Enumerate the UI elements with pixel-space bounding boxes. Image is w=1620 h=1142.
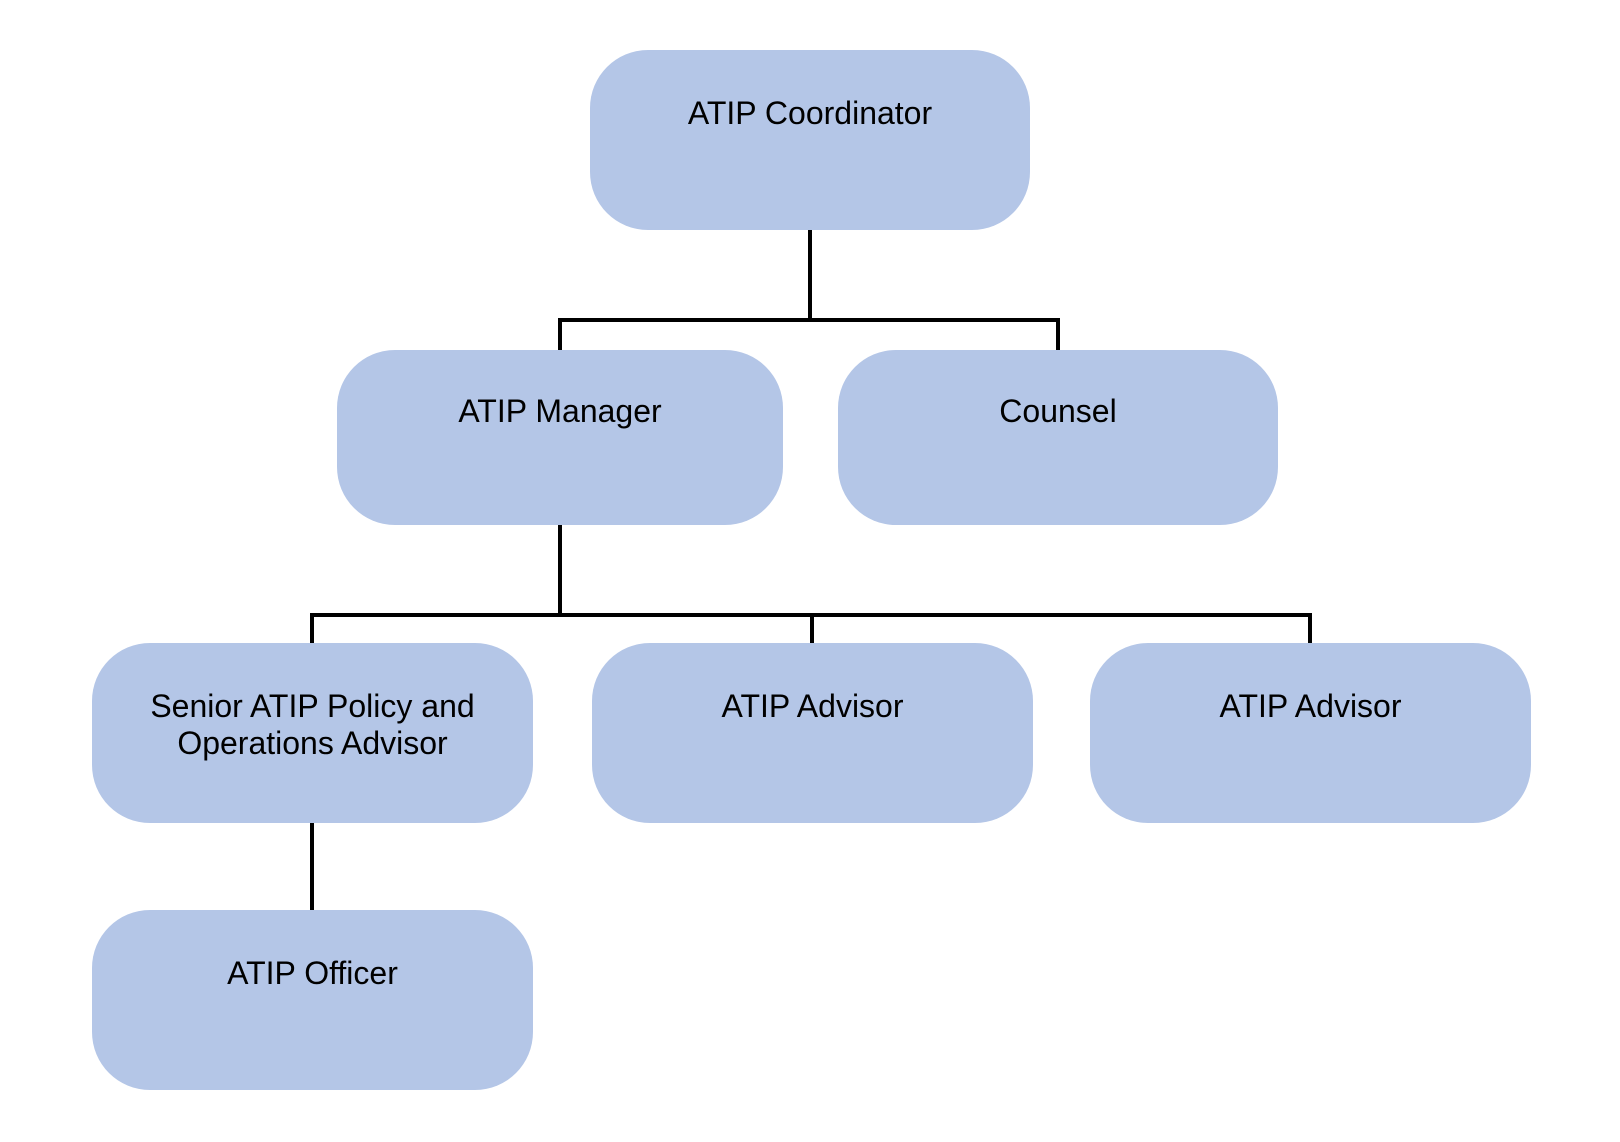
- node-senior-atip-policy-and-operations-advisor-label: Senior ATIP Policy and Operations Adviso…: [150, 688, 475, 761]
- node-atip-officer-label: ATIP Officer: [227, 955, 398, 991]
- node-atip-officer: ATIP Officer: [92, 910, 533, 1090]
- node-atip-advisor-1-label: ATIP Advisor: [721, 688, 904, 724]
- node-atip-manager: ATIP Manager: [337, 350, 783, 525]
- node-senior-atip-policy-and-operations-advisor: Senior ATIP Policy and Operations Adviso…: [92, 643, 533, 823]
- connector-advisor-2-stub: [1308, 613, 1312, 643]
- node-counsel: Counsel: [838, 350, 1278, 525]
- connector-officer-drop: [310, 823, 314, 910]
- connector-coordinator-drop: [808, 230, 812, 322]
- connector-level2-bar: [558, 318, 1060, 322]
- node-atip-manager-label: ATIP Manager: [458, 393, 662, 430]
- node-atip-advisor-2: ATIP Advisor: [1090, 643, 1531, 823]
- connector-manager-drop: [558, 525, 562, 617]
- node-counsel-label: Counsel: [999, 393, 1117, 430]
- node-atip-coordinator: ATIP Coordinator: [590, 50, 1030, 230]
- connector-senior-advisor-stub: [310, 613, 314, 643]
- connector-manager-stub: [558, 318, 562, 350]
- node-atip-coordinator-label: ATIP Coordinator: [687, 95, 933, 131]
- node-atip-advisor-1: ATIP Advisor: [592, 643, 1033, 823]
- node-atip-advisor-2-label: ATIP Advisor: [1219, 688, 1402, 724]
- connector-counsel-stub: [1056, 318, 1060, 350]
- connector-advisor-1-stub: [810, 613, 814, 643]
